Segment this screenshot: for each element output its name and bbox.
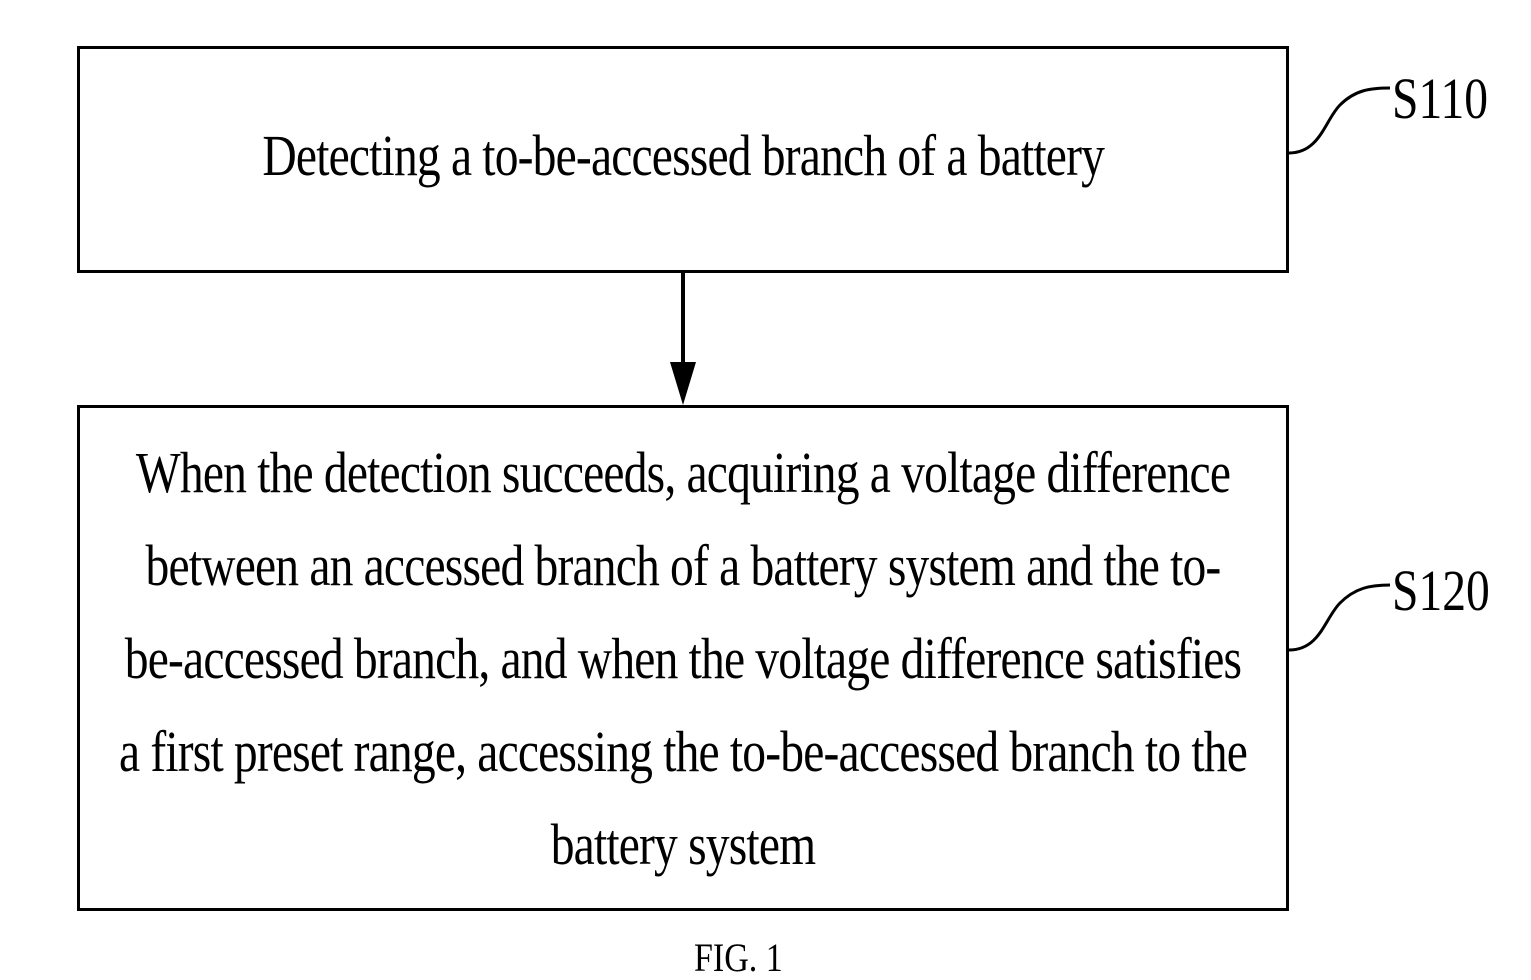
step-text-s110: Detecting a to-be-accessed branch of a b… [262,109,1104,202]
step-label-s120: S120 [1392,562,1490,620]
figure-caption: FIG. 1 [694,938,783,978]
leader-line-s110 [1289,88,1390,153]
step-box-s110: Detecting a to-be-accessed branch of a b… [77,46,1289,273]
step-text-s120: When the detection succeeds, acquiring a… [117,426,1249,891]
step-box-s120: When the detection succeeds, acquiring a… [77,405,1289,911]
flowchart: Detecting a to-be-accessed branch of a b… [0,0,1531,958]
leader-line-s120 [1289,585,1390,650]
step-label-s110: S110 [1392,70,1488,128]
flow-arrow-head [670,362,696,405]
